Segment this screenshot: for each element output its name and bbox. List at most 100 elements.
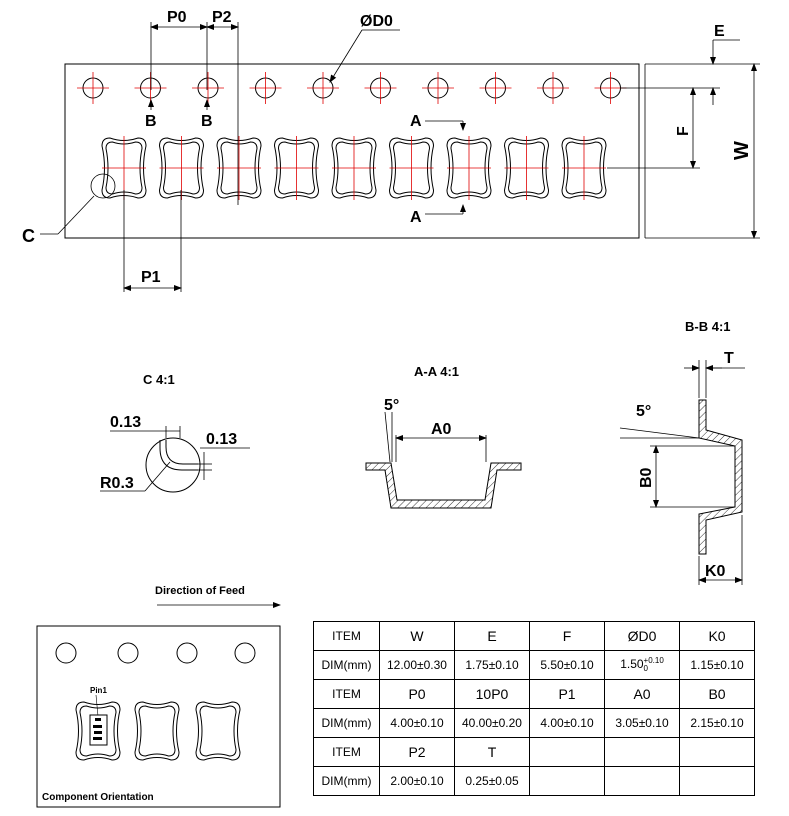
section-bb-height: B0 xyxy=(638,467,655,488)
table-cell xyxy=(679,737,755,767)
table-cell: 12.00±0.30 xyxy=(379,650,455,680)
orientation-pocket xyxy=(195,701,241,761)
table-cell: 1.15±0.10 xyxy=(679,650,755,680)
pocket-inner xyxy=(450,141,488,195)
table-cell xyxy=(529,737,605,767)
table-cell xyxy=(529,766,605,796)
table-cell: 10P0 xyxy=(454,679,530,709)
tape-outline xyxy=(64,63,640,239)
table-cell xyxy=(679,766,755,796)
pocket-inner xyxy=(220,141,258,195)
table-cell: W xyxy=(379,621,455,651)
table-cell: 3.05±0.10 xyxy=(604,708,680,738)
section-bb-angle: 5° xyxy=(636,403,651,420)
section-aa-width: A0 xyxy=(431,421,452,438)
table-cell: 2.15±0.10 xyxy=(679,708,755,738)
f-label: F xyxy=(675,126,692,136)
table-cell: A0 xyxy=(604,679,680,709)
table-cell: P2 xyxy=(379,737,455,767)
section-aa-title: A-A 4:1 xyxy=(414,364,459,379)
detail-c-dim-right: 0.13 xyxy=(206,431,237,448)
orientation-hole xyxy=(176,642,198,664)
pocket-outer xyxy=(561,137,607,199)
table-cell: 2.00±0.10 xyxy=(379,766,455,796)
pocket-inner xyxy=(277,141,316,195)
pocket-inner xyxy=(335,141,373,195)
table-cell xyxy=(604,737,680,767)
table-cell: 0.25±0.05 xyxy=(454,766,530,796)
pocket-inner xyxy=(392,141,431,195)
orientation-pocket xyxy=(134,701,180,761)
pin1-label: Pin1 xyxy=(90,686,107,695)
table-cell: E xyxy=(454,621,530,651)
section-bb-depth: K0 xyxy=(705,563,726,580)
c-label: C xyxy=(22,226,35,246)
table-cell: K0 xyxy=(679,621,755,651)
pocket-outer xyxy=(503,137,550,199)
a-marker-top: A xyxy=(410,113,422,130)
orientation-hole xyxy=(117,642,139,664)
pocket-outer xyxy=(158,137,205,199)
pockets xyxy=(101,136,607,200)
table-cell: B0 xyxy=(679,679,755,709)
section-aa-angle: 5° xyxy=(384,397,399,414)
pocket-outer xyxy=(216,137,262,199)
table-cell: ØD0 xyxy=(604,621,680,651)
row-label: ITEM xyxy=(313,621,380,651)
pocket-inner xyxy=(565,141,603,195)
table-cell: T xyxy=(454,737,530,767)
p2-label: P2 xyxy=(212,9,232,26)
a-marker-bottom: A xyxy=(410,209,422,226)
table-cell: 40.00±0.20 xyxy=(454,708,530,738)
component-orientation: Pin1 Component Orientation xyxy=(36,625,281,808)
pocket-outer xyxy=(446,137,492,199)
detail-c-title: C 4:1 xyxy=(143,372,175,387)
table-cell: 5.50±0.10 xyxy=(529,650,605,680)
detail-c-radius: R0.3 xyxy=(100,475,134,492)
section-bb-title: B-B 4:1 xyxy=(685,319,731,334)
b-marker-right: B xyxy=(201,113,213,130)
table-cell: F xyxy=(529,621,605,651)
pocket-outer xyxy=(101,137,147,199)
section-bb: B-B 4:1 T 5° B0 K0 xyxy=(619,319,745,585)
e-label: E xyxy=(714,23,725,40)
section-aa: A-A 4:1 A0 5° xyxy=(365,364,522,509)
table-cell xyxy=(604,766,680,796)
row-label: DIM(mm) xyxy=(313,766,380,796)
row-label: DIM(mm) xyxy=(313,708,380,738)
detail-c-circle xyxy=(90,173,116,199)
row-label: DIM(mm) xyxy=(313,650,380,680)
pocket-outer xyxy=(331,137,377,199)
feed-label: Direction of Feed xyxy=(155,585,245,597)
feed-direction: Direction of Feed xyxy=(155,585,281,608)
top-view: P0 P2 ØD0 E F W B B A A xyxy=(22,9,760,292)
detail-c: C 4:1 0.13 0.13 R0.3 xyxy=(100,372,250,493)
row-label: ITEM xyxy=(313,737,380,767)
d0-label: ØD0 xyxy=(360,13,393,30)
b-marker-left: B xyxy=(145,113,157,130)
table-cell: 1.75±0.10 xyxy=(454,650,530,680)
pocket-outer xyxy=(273,137,320,199)
orientation-hole xyxy=(234,642,256,664)
table-cell: P0 xyxy=(379,679,455,709)
table-cell: 4.00±0.10 xyxy=(379,708,455,738)
table-cell: P1 xyxy=(529,679,605,709)
pocket-inner xyxy=(162,141,201,195)
orientation-caption: Component Orientation xyxy=(42,792,154,803)
pocket-outer xyxy=(388,137,435,199)
p0-label: P0 xyxy=(167,9,187,26)
w-label: W xyxy=(731,141,753,160)
orientation-hole xyxy=(55,642,77,664)
sprocket-holes xyxy=(77,72,627,104)
p1-label: P1 xyxy=(141,269,161,286)
detail-c-dim-top: 0.13 xyxy=(110,414,141,431)
